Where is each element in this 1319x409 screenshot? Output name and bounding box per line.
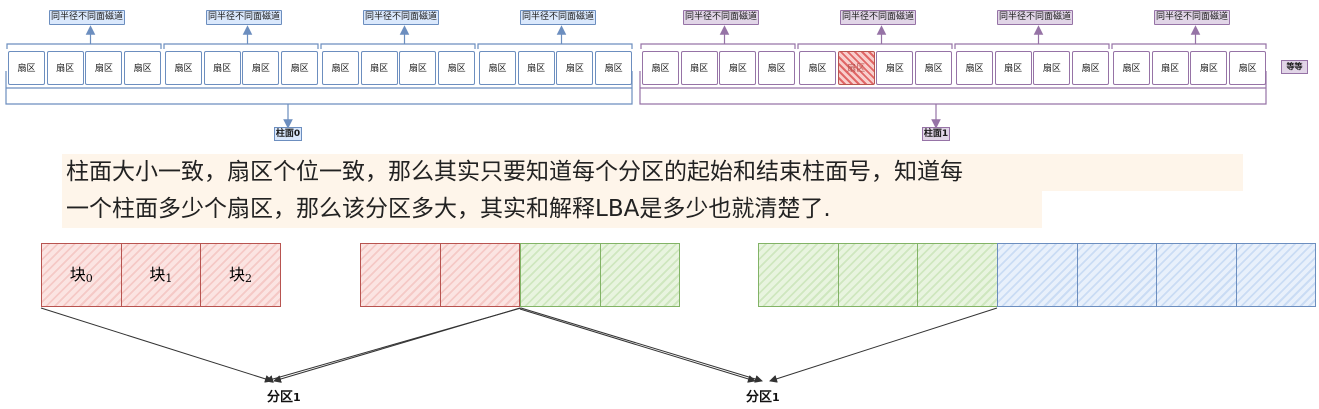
track-label: 同半径不同面磁道 xyxy=(1154,10,1230,25)
sector-cell: 扇区 xyxy=(1033,51,1071,85)
sector-cell: 扇区 xyxy=(322,51,359,85)
sector-cell: 扇区 xyxy=(642,51,679,85)
explanation-paragraph: 柱面大小一致，扇区个位一致，那么其实只要知道每个分区的起始和结束柱面号，知道每 … xyxy=(62,154,1243,228)
partition-label-1: 分区1 xyxy=(267,390,301,405)
sector-cell: 扇区 xyxy=(360,51,398,85)
storage-block: 块2 xyxy=(200,243,281,307)
storage-block xyxy=(997,243,1078,307)
sector-cell: 扇区 xyxy=(517,51,555,85)
storage-block xyxy=(837,243,919,307)
sector-cell: 扇区 xyxy=(124,51,162,85)
track-label: 同半径不同面磁道 xyxy=(520,10,596,25)
sector-cell: 扇区 xyxy=(1229,51,1267,85)
cylinder-label-1: 柱面1 xyxy=(922,127,950,141)
sector-cell: 扇区 xyxy=(595,51,633,85)
storage-block xyxy=(758,243,839,307)
storage-block xyxy=(1156,243,1237,307)
partition-connector-lines xyxy=(40,307,998,383)
sector-cell: 扇区 xyxy=(1072,51,1110,85)
storage-block xyxy=(917,243,998,307)
storage-block xyxy=(439,243,521,307)
sector-cell: 扇区 xyxy=(165,51,202,85)
paragraph-line-2: 一个柱面多少个扇区，那么该分区多大，其实和解释LBA是多少也就清楚了. xyxy=(62,191,1042,228)
sector-cell: 扇区 xyxy=(479,51,516,85)
sector-cell: 扇区 xyxy=(758,51,796,85)
storage-block: 块1 xyxy=(120,243,202,307)
track-label: 同半径不同面磁道 xyxy=(49,10,125,25)
track-label: 同半径不同面磁道 xyxy=(363,10,439,25)
sector-cell: 扇区 xyxy=(46,51,84,85)
sector-cell: 扇区 xyxy=(876,51,914,85)
storage-block xyxy=(599,243,681,307)
sector-cell: 扇区 xyxy=(994,51,1032,85)
storage-block xyxy=(1076,243,1158,307)
sector-cell: 扇区 xyxy=(242,51,280,85)
storage-block xyxy=(360,243,441,307)
track-label: 同半径不同面磁道 xyxy=(997,10,1073,25)
sector-cell: 扇区 xyxy=(399,51,437,85)
track-label: 同半径不同面磁道 xyxy=(683,10,759,25)
sector-cell: 扇区 xyxy=(1190,51,1228,85)
sector-cell: 扇区 xyxy=(1151,51,1189,85)
sector-cell: 扇区 xyxy=(719,51,757,85)
sector-cell: 扇区 xyxy=(203,51,241,85)
sector-cell: 扇区 xyxy=(915,51,953,85)
storage-block xyxy=(520,243,601,307)
storage-block: 块0 xyxy=(41,243,122,307)
track-label: 同半径不同面磁道 xyxy=(206,10,282,25)
sector-cell: 扇区 xyxy=(680,51,718,85)
storage-block xyxy=(1235,243,1317,307)
sector-cell: 扇区 xyxy=(956,51,993,85)
partition-label-2: 分区1 xyxy=(746,390,780,405)
sector-cell: 扇区 xyxy=(8,51,45,85)
highlighted-sector: 扇区 xyxy=(837,51,875,85)
track-label: 同半径不同面磁道 xyxy=(840,10,916,25)
paragraph-line-1: 柱面大小一致，扇区个位一致，那么其实只要知道每个分区的起始和结束柱面号，知道每 xyxy=(62,154,1243,191)
sector-cell: 扇区 xyxy=(438,51,476,85)
cylinder-connector-lines xyxy=(5,25,1267,129)
cylinder-label-0: 柱面0 xyxy=(274,127,302,141)
sector-cell: 扇区 xyxy=(281,51,319,85)
sector-cell: 扇区 xyxy=(799,51,836,85)
sector-cell: 扇区 xyxy=(1113,51,1150,85)
etc-label: 等等 xyxy=(1281,60,1308,74)
sector-cell: 扇区 xyxy=(85,51,123,85)
sector-cell: 扇区 xyxy=(556,51,594,85)
